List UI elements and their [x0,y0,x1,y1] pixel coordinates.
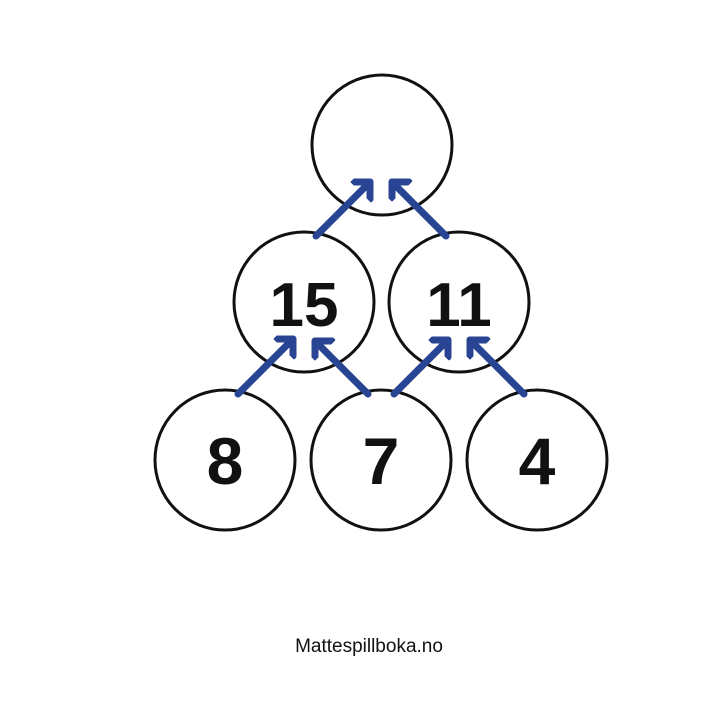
site-footer-text: Mattespillboka.no [295,636,443,657]
middle-right-circle[interactable] [387,230,531,374]
bottom-left-value: 8 [207,424,244,498]
bottom-middle-value: 7 [363,424,400,498]
arrow-up-icon [311,337,372,398]
arrow-up-icon [390,336,452,398]
bottom-right-value: 4 [519,424,556,498]
top-circle[interactable] [310,73,454,217]
bottom-middle-circle[interactable] [309,388,453,532]
bottom-left-circle[interactable] [153,388,297,532]
arrow-up-icon [234,335,297,398]
middle-left-circle[interactable] [232,230,376,374]
bottom-right-circle[interactable] [465,388,609,532]
arrow-up-icon [312,178,374,240]
arrow-up-icon [388,178,450,240]
middle-left-value: 15 [270,271,339,340]
middle-right-value: 11 [426,271,492,340]
arrow-up-icon [466,336,528,398]
